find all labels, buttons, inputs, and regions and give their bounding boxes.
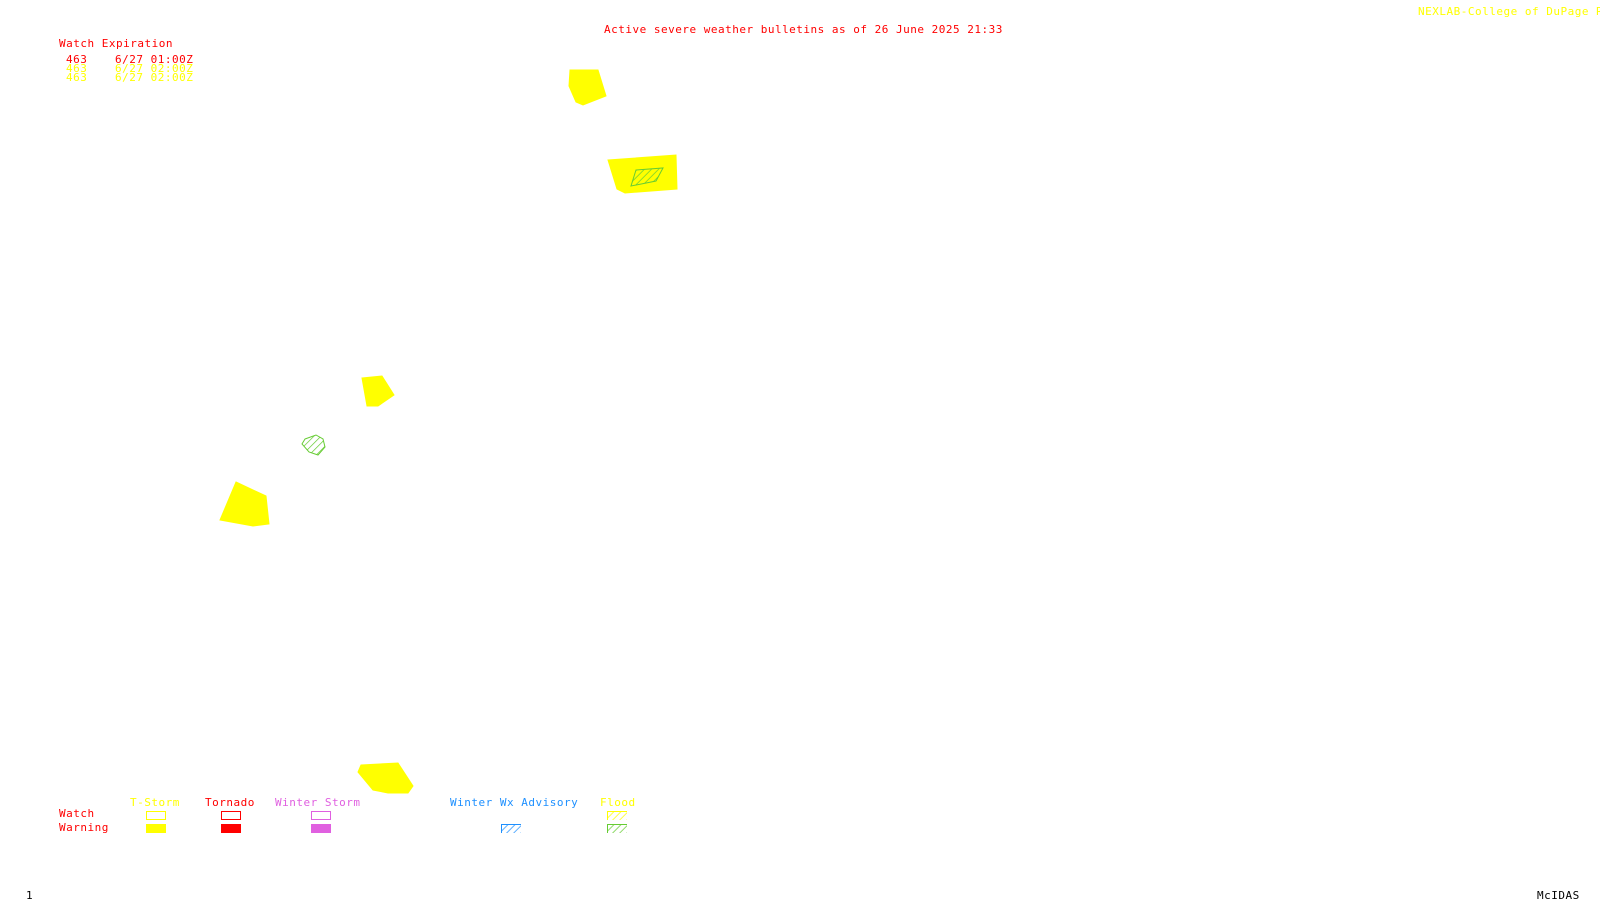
watch-expiration-heading: Watch Expiration [59,37,173,50]
tstorm-warning-polygon [361,375,395,407]
flood-warning-polygon [301,434,326,456]
legend-swatch-tornado-warning [221,824,241,833]
legend-label-tstorm: T-Storm [130,796,180,809]
legend-label-tornado: Tornado [205,796,255,809]
watch-entry-expiration: 6/27 02:00Z [115,71,194,84]
legend-swatch-tstorm-watch [146,811,166,820]
legend-swatch-winter-storm-warning [311,824,331,833]
legend-label-winter-advisory: Winter Wx Advisory [450,796,579,809]
tstorm-warning-polygon [357,762,414,794]
legend-row-label-warning: Warning [59,821,109,834]
legend-swatch-flood-warning [607,824,627,833]
legend-swatch-flood-watch [607,811,627,820]
legend-swatch-tornado-watch [221,811,241,820]
watch-entry-expiration: 6/27 02:00Z [115,62,194,75]
frame-number: 1 [26,889,34,900]
watch-entry-number: 463 [66,62,88,75]
source-label: NEXLAB-College of DuPage R [1418,5,1600,18]
watch-entry-expiration: 6/27 01:00Z [115,53,194,66]
legend-swatch-winter-storm-watch [311,811,331,820]
legend-swatch-tstorm-warning [146,824,166,833]
bulletin-title: Active severe weather bulletins as of 26… [604,23,1003,36]
legend-label-winter-storm: Winter Storm [275,796,361,809]
legend-swatch-winter-advisory [501,824,521,833]
watch-entry-number: 463 [66,53,88,66]
flood-warning-polygon [630,167,664,187]
software-label: McIDAS [1537,889,1580,900]
watch-entry-number: 463 [66,71,88,84]
tstorm-warning-polygon [219,481,270,527]
legend-row-label-watch: Watch [59,807,95,820]
legend-label-flood: Flood [600,796,636,809]
tstorm-warning-polygon [568,69,607,106]
